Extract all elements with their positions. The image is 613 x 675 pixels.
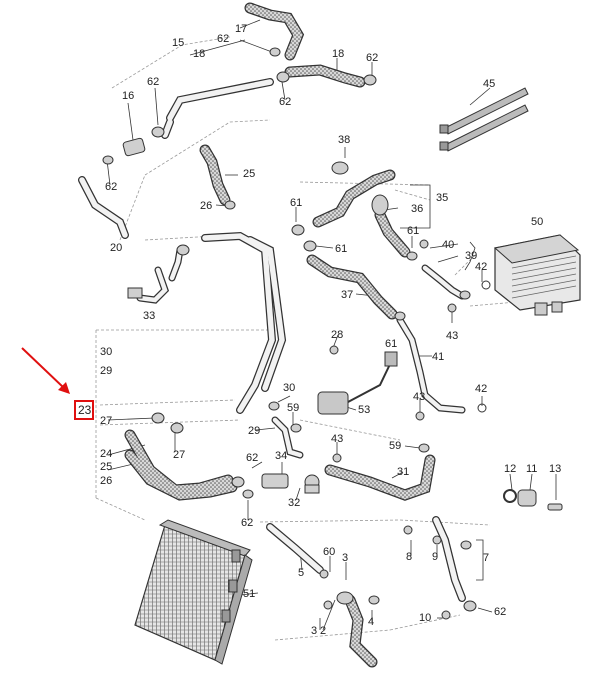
label-12: 12 [504, 463, 517, 475]
label-23-highlighted: 23 [78, 403, 92, 417]
label-43: 43 [331, 433, 344, 445]
coolant-junction [261, 473, 320, 494]
label-30: 30 [283, 382, 296, 394]
small-hoses [136, 246, 466, 459]
label-10: 10 [419, 612, 432, 624]
label-25: 25 [100, 461, 113, 473]
label-62: 62 [366, 52, 379, 64]
label-50: 50 [531, 216, 544, 228]
label-62: 62 [246, 452, 259, 464]
label-16: 16 [122, 90, 135, 102]
label-61: 61 [407, 225, 420, 237]
label-62: 62 [241, 517, 254, 529]
cable-ties [439, 87, 529, 152]
label-40: 40 [442, 239, 455, 251]
label-29: 29 [100, 365, 113, 377]
label-43: 43 [446, 330, 459, 342]
label-9: 9 [432, 551, 439, 563]
label-4: 4 [368, 616, 375, 628]
label-7: 7 [483, 552, 490, 564]
label-62: 62 [494, 606, 507, 618]
label-30: 30 [100, 346, 113, 358]
label-5: 5 [298, 567, 305, 579]
label-29: 29 [248, 425, 261, 437]
label-26: 26 [200, 200, 213, 212]
label-62: 62 [279, 96, 292, 108]
label-27: 27 [100, 415, 113, 427]
label-3: 3 [311, 625, 318, 637]
label-24: 24 [100, 448, 113, 460]
label-2: 2 [320, 625, 327, 637]
label-34: 34 [275, 450, 288, 462]
label-35: 35 [436, 192, 449, 204]
label-3: 3 [342, 552, 349, 564]
label-59: 59 [389, 440, 402, 452]
label-62: 62 [217, 33, 230, 45]
label-17: 17 [235, 23, 248, 35]
label-45: 45 [483, 78, 496, 90]
small-fittings [102, 47, 563, 620]
label-18: 18 [193, 48, 206, 60]
label-33: 33 [143, 310, 156, 322]
coolant-pump [317, 351, 398, 415]
flexible-hoses [124, 2, 436, 668]
label-13: 13 [549, 463, 562, 475]
label-25: 25 [243, 168, 256, 180]
label-28: 28 [331, 329, 344, 341]
label-32: 32 [288, 497, 301, 509]
label-51: 51 [243, 588, 256, 600]
radiator-assembly [134, 519, 253, 665]
label-8: 8 [406, 551, 413, 563]
label-61: 61 [290, 197, 303, 209]
label-36: 36 [411, 203, 424, 215]
label-39: 39 [465, 250, 478, 262]
label-42: 42 [475, 261, 488, 273]
leader-lines [106, 19, 557, 631]
label-59: 59 [287, 402, 300, 414]
label-37: 37 [341, 289, 354, 301]
label-18: 18 [332, 48, 345, 60]
label-26: 26 [100, 475, 113, 487]
label-62: 62 [147, 76, 160, 88]
reference-lines [95, 36, 541, 641]
rigid-pipes [78, 78, 466, 602]
label-43: 43 [413, 391, 426, 403]
label-27: 27 [173, 449, 186, 461]
label-53: 53 [358, 404, 371, 416]
label-61: 61 [335, 243, 348, 255]
label-62: 62 [105, 181, 118, 193]
label-31: 31 [397, 466, 410, 478]
label-60: 60 [323, 546, 336, 558]
label-20: 20 [110, 242, 123, 254]
oil-cooler [493, 234, 581, 316]
label-11: 11 [526, 463, 538, 475]
label-41: 41 [432, 351, 445, 363]
label-15: 15 [172, 37, 185, 49]
label-38: 38 [338, 134, 351, 146]
label-61: 61 [385, 338, 398, 350]
label-42: 42 [475, 383, 488, 395]
highlight-box [74, 400, 94, 420]
